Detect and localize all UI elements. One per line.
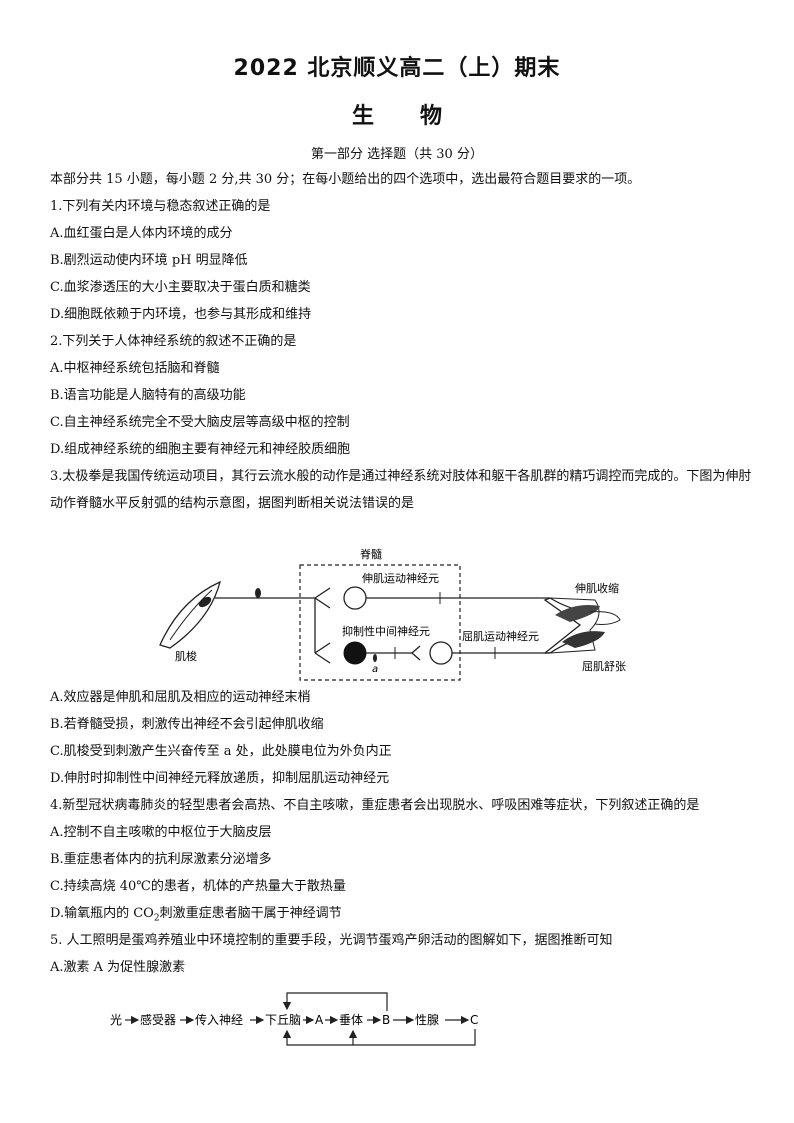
label-flexor-motor-neuron: 屈肌运动神经元 xyxy=(462,629,539,643)
question-5-stem: 5. 人工照明是蛋鸡养殖业中环境控制的重要手段，光调节蛋鸡产卵活动的图解如下，据… xyxy=(50,933,613,948)
label-extensor-motor-neuron: 伸肌运动神经元 xyxy=(362,571,439,585)
section-heading: 第一部分 选择题（共 30 分） xyxy=(311,147,483,162)
q2-option-b: B.语言功能是人脑特有的高级功能 xyxy=(50,388,246,403)
q3-option-c: C.肌梭受到刺激产生兴奋传至 a 处，此处膜电位为外负内正 xyxy=(50,744,392,759)
inhibitory-interneuron-body xyxy=(343,641,367,665)
chain-hormone-c: C xyxy=(470,1013,478,1027)
question-4-stem: 4.新型冠状病毒肺炎的轻型患者会高热、不自主咳嗽，重症患者会出现脱水、呼吸困难等… xyxy=(50,798,700,813)
chain-hormone-a: A xyxy=(315,1013,324,1027)
q4-option-d: D.输氧瓶内的 CO2刺激重症患者脑干属于神经调节 xyxy=(50,906,342,924)
label-inhibitory-interneuron: 抑制性中间神经元 xyxy=(342,624,430,638)
extensor-motor-neuron-body xyxy=(343,586,367,610)
q1-option-a: A.血红蛋白是人体内环境的成分 xyxy=(50,226,233,241)
subject-title: 生物 xyxy=(351,104,488,129)
chain-receptor: 感受器 xyxy=(140,1012,176,1027)
exam-title: 2022 北京顺义高二（上）期末 xyxy=(233,56,561,81)
question-3-stem: 3.太极拳是我国传统运动项目，其行云流水般的动作是通过神经系统对肢体和躯干各肌群… xyxy=(50,469,752,511)
q1-option-b: B.剧烈运动使内环境 pH 明显降低 xyxy=(50,253,248,268)
label-muscle-spindle: 肌梭 xyxy=(175,649,197,663)
q2-option-d: D.组成神经系统的细胞主要有神经元和神经胶质细胞 xyxy=(50,442,351,457)
reflex-arc-figure: 脊髓 肌梭 伸肌运动神经元 抑制性中间神经元 a 屈肌运动神经元 伸肌收缩 屈肌… xyxy=(159,547,626,681)
muscle-spindle-icon xyxy=(159,580,221,649)
label-spinal-cord: 脊髓 xyxy=(360,547,382,561)
chain-afferent-nerve: 传入神经 xyxy=(195,1012,243,1027)
q1-option-c: C.血浆渗透压的大小主要取决于蛋白质和糖类 xyxy=(50,280,311,295)
q1-option-d: D.细胞既依赖于内环境，也参与其形成和维持 xyxy=(50,307,312,322)
q3-option-b: B.若脊髓受损，刺激传出神经不会引起伸肌收缩 xyxy=(50,717,324,732)
question-1-stem: 1.下列有关内环境与稳态叙述正确的是 xyxy=(50,199,271,214)
chain-pituitary: 垂体 xyxy=(339,1013,363,1027)
ganglion-icon xyxy=(255,588,261,598)
q3-option-a: A.效应器是伸肌和屈肌及相应的运动神经末梢 xyxy=(50,690,311,705)
label-point-a: a xyxy=(372,664,378,675)
chain-hormone-b: B xyxy=(382,1013,390,1027)
label-extensor-contracts: 伸肌收缩 xyxy=(575,581,619,595)
q4-option-c: C.持续高烧 40℃的患者，机体的产热量大于散热量 xyxy=(50,879,346,894)
extensor-muscle-icon xyxy=(555,605,600,622)
label-flexor-relaxes: 屈肌舒张 xyxy=(582,659,626,673)
spinal-cord-box xyxy=(299,564,461,681)
chain-gonad: 性腺 xyxy=(415,1013,439,1027)
feedback-arrow-b xyxy=(282,992,388,1011)
light-regulation-figure: 光 感受器 传入神经 下丘脑 A 垂体 B 性腺 C xyxy=(110,992,478,1046)
chain-hypothalamus: 下丘脑 xyxy=(265,1013,301,1027)
q4-option-b: B.重症患者体内的抗利尿激素分泌增多 xyxy=(50,852,272,867)
q2-option-c: C.自主神经系统完全不受大脑皮层等高级中枢的控制 xyxy=(50,415,350,430)
q4-option-a: A.控制不自主咳嗽的中枢位于大脑皮层 xyxy=(50,825,272,840)
q2-option-a: A.中枢神经系统包括脑和脊髓 xyxy=(50,361,220,376)
instructions: 本部分共 15 小题，每小题 2 分,共 30 分；在每小题给出的四个选项中，选… xyxy=(50,172,641,187)
flexor-motor-neuron-body xyxy=(429,641,453,665)
chain-light: 光 xyxy=(110,1013,122,1027)
q3-option-d: D.伸肘时抑制性中间神经元释放递质，抑制屈肌运动神经元 xyxy=(50,771,390,786)
flexor-muscle-icon xyxy=(562,631,605,648)
question-2-stem: 2.下列关于人体神经系统的叙述不正确的是 xyxy=(50,334,297,349)
feedback-arrow-c-hypothalamus xyxy=(282,1029,476,1046)
q5-option-a: A.激素 A 为促性腺激素 xyxy=(50,960,186,975)
